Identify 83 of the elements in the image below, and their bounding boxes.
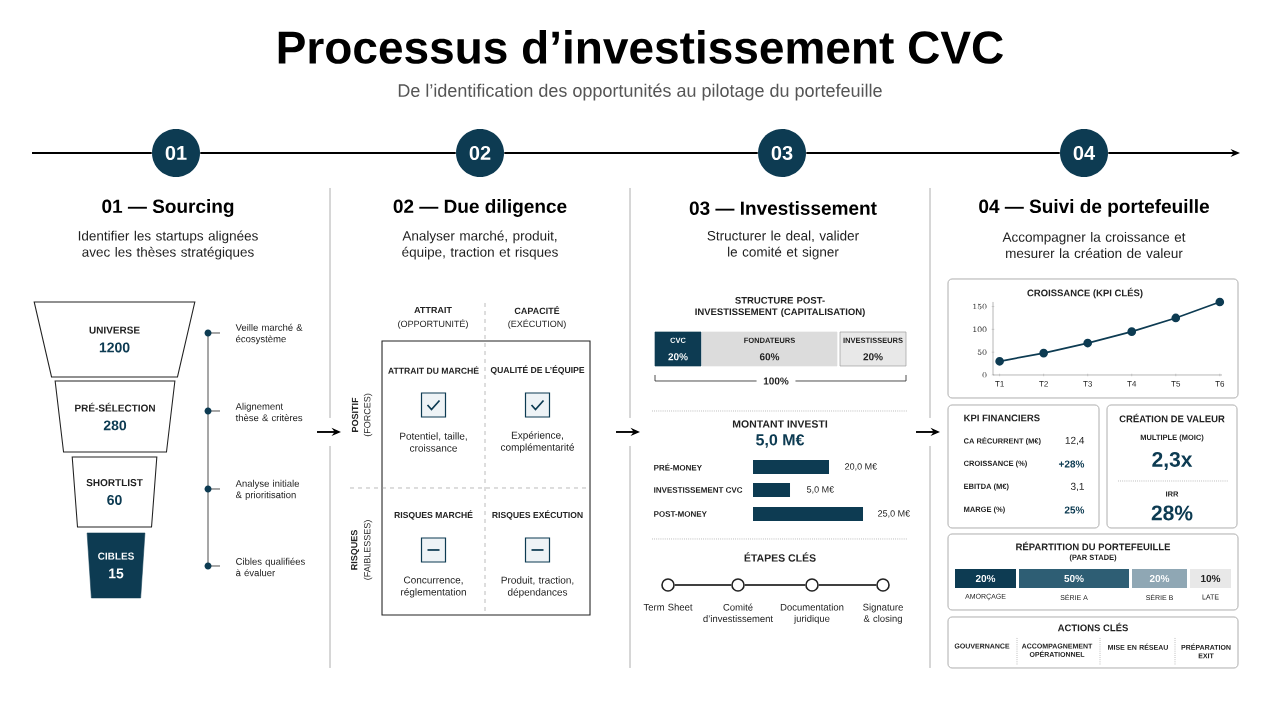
cell-text: Concurrence, réglementation (401, 576, 466, 598)
metric-value: 2,3x (1152, 452, 1193, 470)
column-description: Structurer le deal, valider le comité et signer (707, 230, 859, 260)
milestone-caption: Signature & closing (863, 603, 903, 624)
card-title: ACTIONS CLÉS (1057, 622, 1128, 632)
point (1039, 348, 1048, 358)
section-heading: MONTANT INVESTI (732, 420, 828, 428)
connector-line (805, 152, 1061, 154)
point (1127, 327, 1137, 336)
row-header: (FORCES) (363, 393, 373, 437)
x-tick-label: T6 (1215, 381, 1225, 387)
x-tick-label: T1 (995, 381, 1004, 387)
section-heading: ÉTAPES CLÉS (744, 552, 816, 562)
point (1171, 313, 1181, 323)
connector-line (818, 584, 877, 586)
column-header: (EXÉCUTION) (508, 319, 566, 329)
point (995, 356, 1004, 366)
x-tick-label: T3 (1083, 381, 1093, 387)
bar-label: INVESTISSEMENT CVC (654, 487, 743, 493)
row-header: RISQUES (351, 530, 360, 570)
connector-line (31, 152, 153, 154)
metric-value: 28% (1151, 505, 1193, 521)
note: Cibles qualifiées à évaluer (236, 557, 305, 577)
column-header: CAPACITÉ (514, 305, 560, 314)
column-heading: 02 — Due diligence (393, 199, 567, 217)
total-label: 100% (756, 376, 796, 386)
column-heading: 01 — Sourcing (102, 199, 234, 217)
bar-label: POST-MONEY (654, 511, 707, 517)
funnel-stage: UNIVERSE 1200 (33, 301, 196, 378)
note: Veille marché & écosystème (235, 323, 303, 345)
card-title: KPI FINANCIERS (964, 414, 1040, 422)
column-description: Identifier les startups alignées avec les thèses stratégiques (78, 230, 258, 260)
card-title: CRÉATION DE VALEUR (1119, 413, 1225, 423)
card-title: CROISSANCE (KPI CLÉS) (1027, 287, 1143, 299)
column-header: (OPPORTUNITÉ) (398, 319, 468, 329)
amount: 5,0 M€ (756, 434, 805, 448)
column-header: ATTRAIT (414, 306, 452, 314)
connector-line (503, 152, 759, 154)
connector-line (674, 584, 732, 586)
funnel-stage: CIBLES 15 (86, 532, 146, 599)
bar-value: 25,0 M€ (878, 510, 910, 518)
kpi-value: 25% (1064, 506, 1085, 514)
bar-value: 5,0 M€ (806, 486, 834, 494)
cell-text: Expérience, complémentarité (500, 431, 574, 453)
funnel-stage: PRÉ-SÉLECTION 280 (54, 380, 176, 453)
note: Analyse initiale & prioritisation (235, 479, 299, 501)
point (1215, 297, 1225, 307)
section-heading: STRUCTURE POST-INVESTISSEMENT (CAPITALISATION) (695, 297, 865, 317)
y-tick-label: 0 (982, 372, 987, 378)
milestone-caption: Term Sheet (643, 603, 693, 611)
milestone-caption: Comité d’investissement (703, 603, 773, 623)
column-heading: 04 — Suivi de portefeuille (979, 199, 1209, 217)
subtitle: De l’identification des opportunités au pilotage du portefeuille (398, 83, 882, 101)
note: Alignement thèse & critères (235, 402, 303, 422)
connector-line (744, 584, 806, 586)
cell-heading: QUALITÉ DE L’ÉQUIPE (490, 365, 585, 375)
connector-line (199, 152, 457, 154)
bar-label: PRÉ-MONEY (654, 463, 702, 471)
card-title: RÉPARTITION DU PORTEFEUILLE (1016, 541, 1171, 551)
title: Processus d’investissement CVC (278, 30, 1003, 64)
column-description: Accompagner la croissance et mesurer la création de valeur (1002, 231, 1186, 259)
column-heading: 03 — Investissement (689, 201, 877, 215)
funnel-stage: SHORTLIST 60 (71, 456, 158, 528)
bar-value: 20,0 M€ (845, 463, 877, 471)
y-tick-label: 100 (973, 326, 987, 333)
milestone-caption: Documentation juridique (780, 603, 844, 624)
y-tick-label: 50 (977, 349, 987, 355)
row-header: POSITIF (351, 397, 359, 432)
kpi-value: +28% (1058, 460, 1085, 468)
y-tick-label: 150 (973, 303, 987, 310)
x-tick-label: T5 (1171, 381, 1181, 387)
point (1083, 338, 1093, 348)
cell-text: Potentiel, taille, croissance (400, 432, 467, 452)
x-tick-label: T2 (1039, 381, 1048, 387)
kpi-value: 3,1 (1070, 482, 1084, 492)
cell-text: Produit, traction, dépendances (501, 576, 574, 598)
row-header: (FAIBLESSES) (363, 520, 373, 580)
cell-heading: ATTRAIT DU MARCHÉ (388, 366, 479, 374)
column-description: Analyser marché, produit, équipe, traction et risques (402, 230, 558, 260)
cell-heading: RISQUES MARCHÉ (394, 510, 473, 520)
kpi-value: 12,4 (1065, 436, 1085, 446)
cell-heading: RISQUES EXÉCUTION (492, 510, 583, 520)
x-tick-label: T4 (1127, 381, 1137, 387)
